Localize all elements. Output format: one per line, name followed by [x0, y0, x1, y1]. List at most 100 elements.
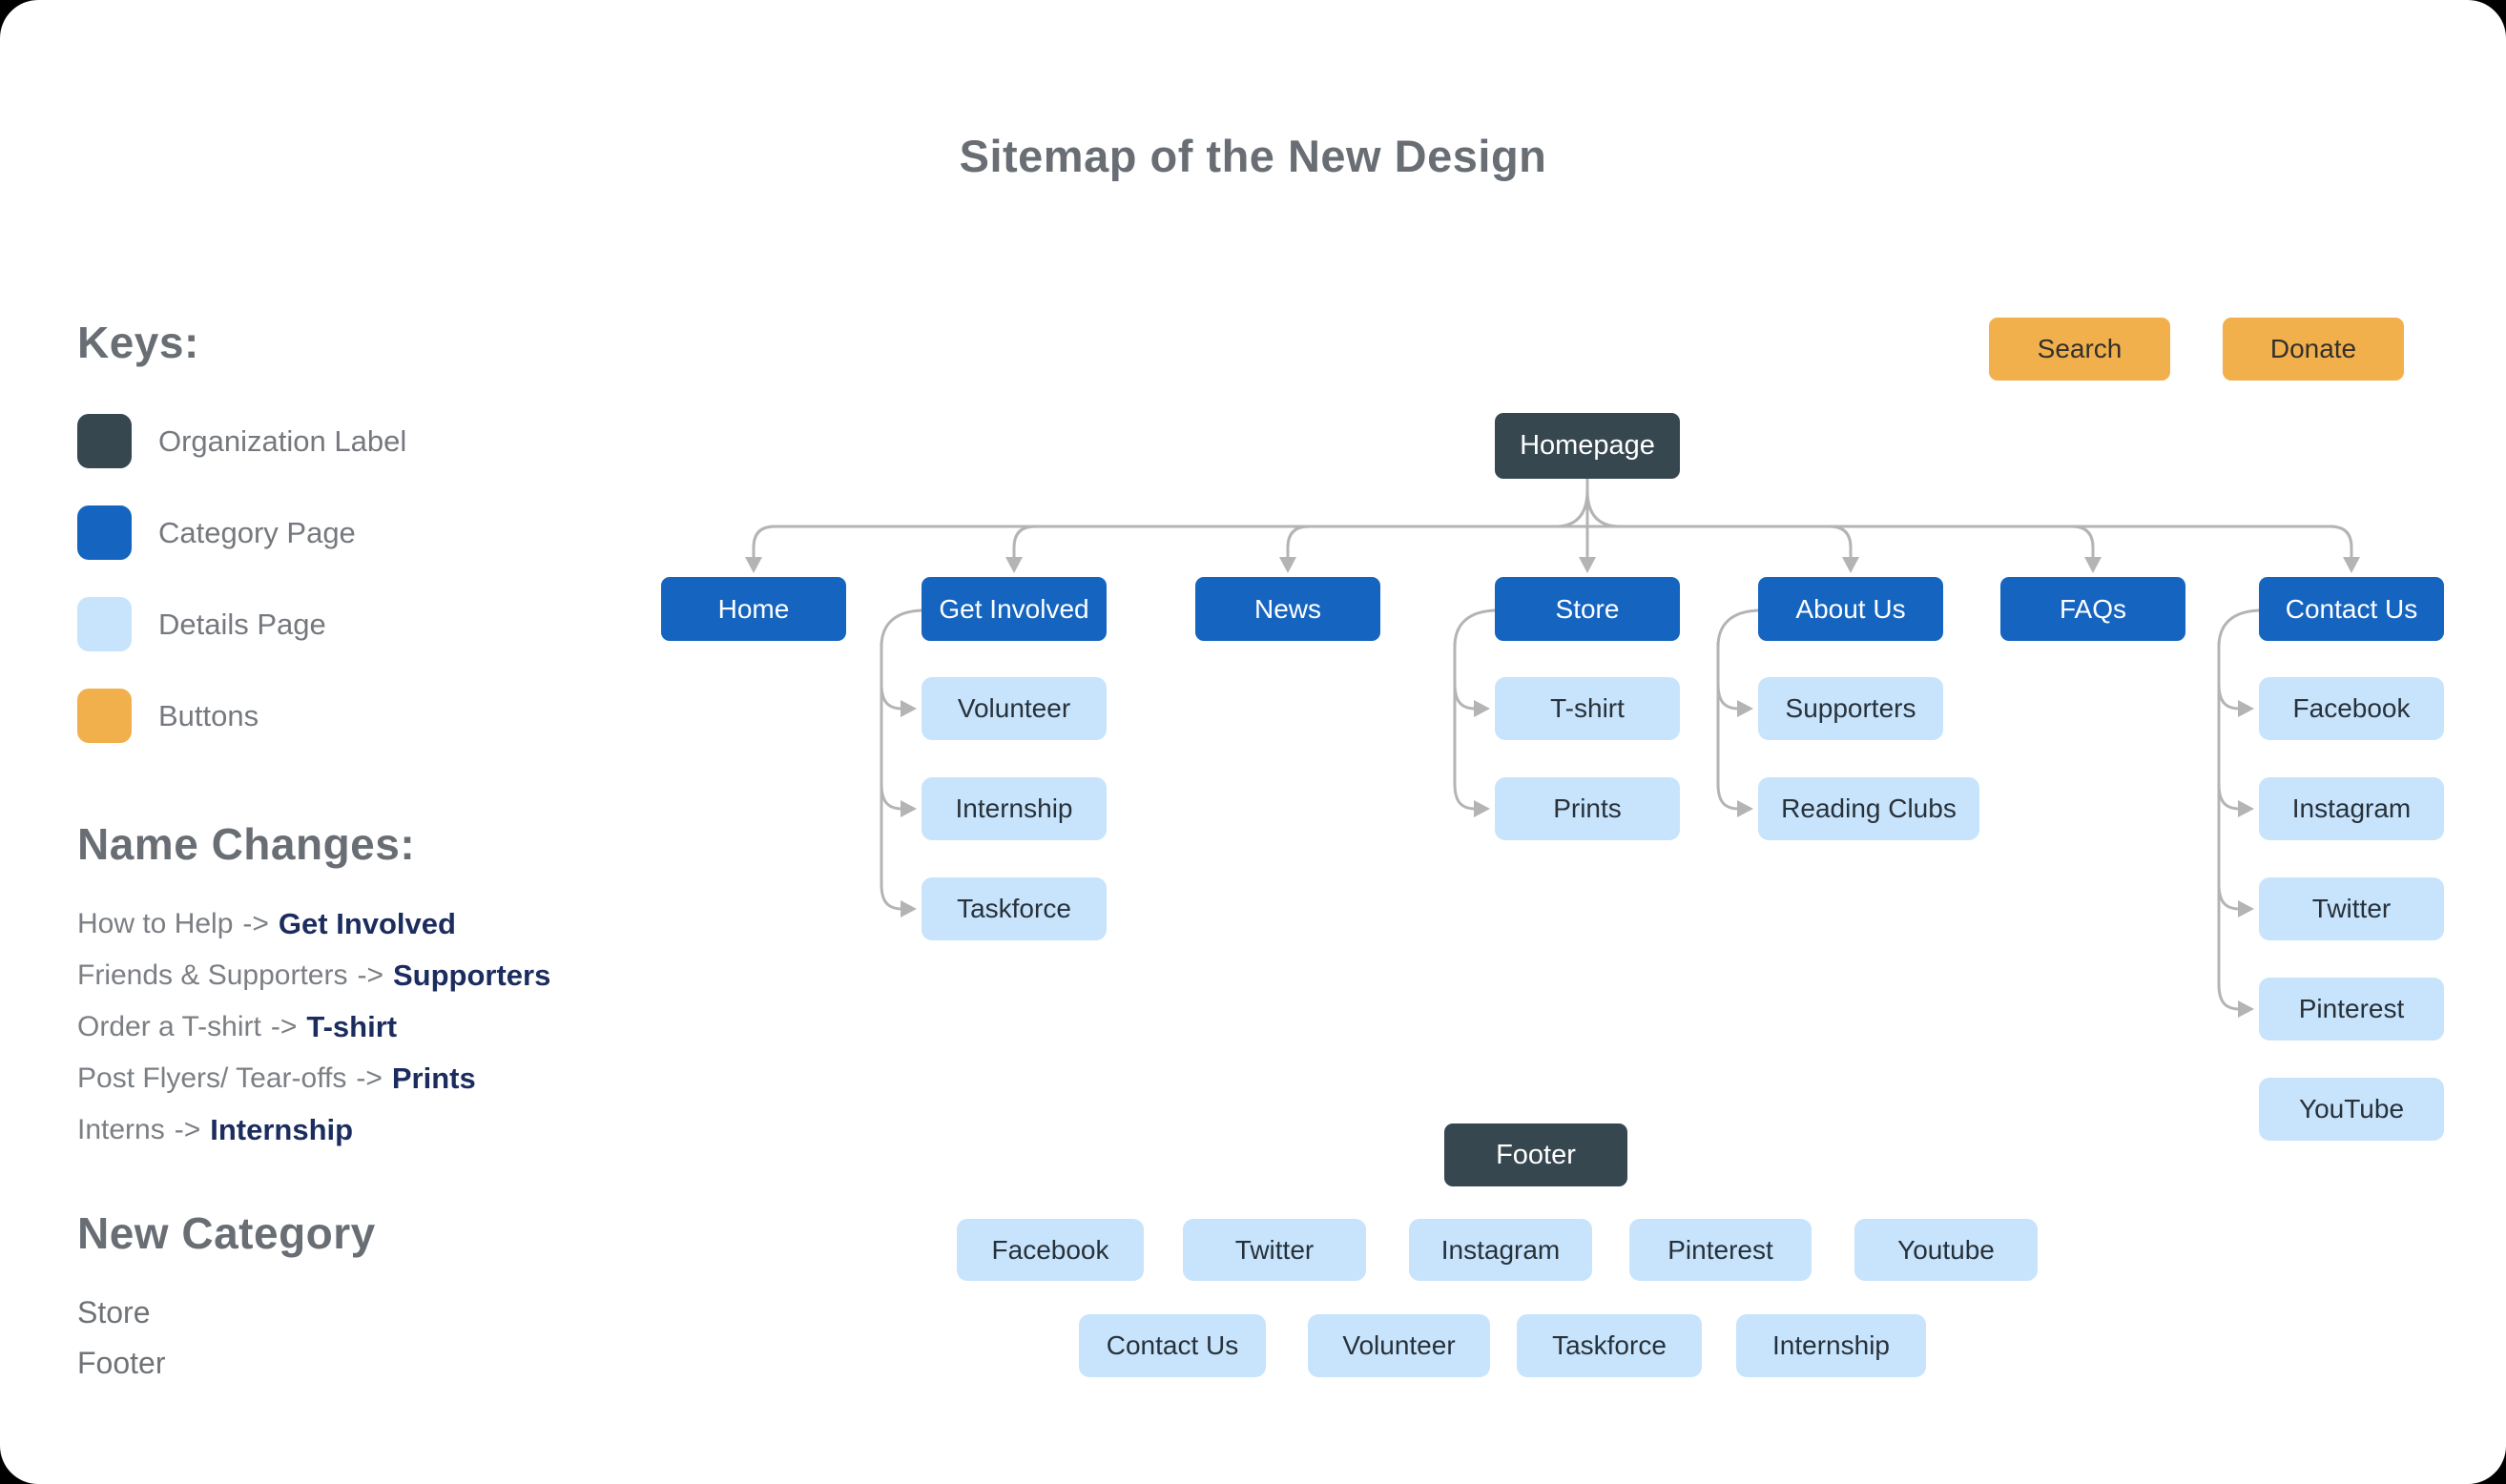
name-change-item: How to Help -> Get Involved — [77, 907, 456, 940]
sitemap-node-homepage[interactable]: Homepage — [1495, 413, 1680, 479]
legend-label-buttons: Buttons — [158, 698, 259, 732]
legend-item-details-page: Details Page — [77, 597, 326, 651]
legend-label-organization: Organization Label — [158, 423, 407, 458]
footer-node-volunteer[interactable]: Volunteer — [1308, 1314, 1490, 1377]
connector-get-involved-exit — [880, 608, 923, 649]
connector-branch-prints — [1453, 782, 1478, 811]
name-change-item: Order a T-shirt -> T-shirt — [77, 1010, 398, 1043]
connector-branch-internship — [880, 782, 904, 811]
sitemap-node-taskforce[interactable]: Taskforce — [922, 877, 1107, 940]
connector-drop-contact-us — [2329, 525, 2353, 559]
connector-fork-right — [1585, 488, 1622, 528]
arrowhead-right-icon — [1737, 800, 1753, 817]
arrow-glyph: -> — [270, 1011, 298, 1042]
arrowhead-down-icon — [1005, 557, 1023, 573]
connector-drop-faqs — [2070, 525, 2095, 559]
category-page-swatch — [77, 505, 132, 560]
sitemap-node-pinterest[interactable]: Pinterest — [2259, 978, 2444, 1041]
connector-drop-news — [1286, 525, 1311, 559]
connector-store-exit — [1453, 608, 1497, 649]
sitemap-node-contact-us[interactable]: Contact Us — [2259, 577, 2444, 641]
arrowhead-right-icon — [1737, 700, 1753, 717]
connector-branch-taskforce — [880, 882, 904, 911]
connector-drop-get-involved — [1012, 525, 1037, 559]
arrowhead-right-icon — [901, 700, 917, 717]
connector-branch-tshirt — [1453, 682, 1478, 711]
sitemap-node-faqs[interactable]: FAQs — [2000, 577, 2185, 641]
footer-node-taskforce[interactable]: Taskforce — [1517, 1314, 1702, 1377]
arrowhead-down-icon — [1579, 557, 1596, 573]
sitemap-node-instagram[interactable]: Instagram — [2259, 777, 2444, 840]
sitemap-node-volunteer[interactable]: Volunteer — [922, 677, 1107, 740]
sitemap-node-get-involved[interactable]: Get Involved — [922, 577, 1107, 641]
new-category-item: Footer — [77, 1346, 166, 1380]
keys-heading: Keys: — [77, 318, 199, 367]
connector-branch-twitter — [2217, 882, 2242, 911]
connector-branch-supporters — [1716, 682, 1741, 711]
buttons-swatch — [77, 689, 132, 743]
footer-node-instagram[interactable]: Instagram — [1409, 1219, 1592, 1281]
name-changes-list: How to Help -> Get Involved Friends & Su… — [77, 898, 550, 1156]
arrowhead-down-icon — [2084, 557, 2102, 573]
sitemap-node-about-us[interactable]: About Us — [1758, 577, 1943, 641]
arrowhead-right-icon — [1474, 700, 1490, 717]
arrow-glyph: -> — [357, 959, 383, 991]
footer-node-twitter[interactable]: Twitter — [1183, 1219, 1366, 1281]
sitemap-node-internship[interactable]: Internship — [922, 777, 1107, 840]
name-change-item: Post Flyers/ Tear-offs -> Prints — [77, 1061, 476, 1095]
sitemap-node-prints[interactable]: Prints — [1495, 777, 1680, 840]
footer-node-contact-us[interactable]: Contact Us — [1079, 1314, 1266, 1377]
sitemap-node-tshirt[interactable]: T-shirt — [1495, 677, 1680, 740]
legend-item-buttons: Buttons — [77, 689, 259, 743]
name-changes-heading: Name Changes: — [77, 819, 416, 869]
new-category-heading: New Category — [77, 1208, 376, 1258]
connector-fork-left — [1553, 488, 1589, 528]
legend-label-details: Details Page — [158, 607, 326, 641]
arrowhead-down-icon — [1842, 557, 1859, 573]
footer-node-facebook[interactable]: Facebook — [957, 1219, 1144, 1281]
arrow-glyph: -> — [174, 1114, 201, 1145]
connector-branch-instagram — [2217, 782, 2242, 811]
new-category-item: Store — [77, 1295, 151, 1329]
connector-branch-pinterest — [2217, 982, 2242, 1011]
organization-label-swatch — [77, 414, 132, 468]
connector-about-exit — [1716, 608, 1760, 649]
donate-button[interactable]: Donate — [2223, 318, 2404, 381]
sitemap-node-facebook[interactable]: Facebook — [2259, 677, 2444, 740]
arrow-glyph: -> — [242, 908, 269, 939]
arrowhead-right-icon — [2238, 1000, 2254, 1018]
legend-item-organization-label: Organization Label — [77, 414, 406, 468]
arrowhead-right-icon — [2238, 900, 2254, 917]
new-category-list: Store Footer — [77, 1288, 165, 1389]
sitemap-node-twitter[interactable]: Twitter — [2259, 877, 2444, 940]
legend-label-category: Category Page — [158, 515, 356, 549]
sitemap-node-home[interactable]: Home — [661, 577, 846, 641]
connector-drop-home — [752, 525, 777, 559]
arrowhead-right-icon — [2238, 800, 2254, 817]
sitemap-node-youtube[interactable]: YouTube — [2259, 1078, 2444, 1141]
sitemap-node-reading-clubs[interactable]: Reading Clubs — [1758, 777, 1979, 840]
arrowhead-down-icon — [2343, 557, 2360, 573]
connector-contact-exit — [2217, 608, 2261, 649]
sitemap-node-news[interactable]: News — [1195, 577, 1380, 641]
sitemap-node-footer[interactable]: Footer — [1444, 1123, 1627, 1186]
name-change-item: Interns -> Internship — [77, 1113, 354, 1146]
connector-branch-volunteer — [880, 682, 904, 711]
connector-drop-about-us — [1828, 525, 1853, 559]
arrowhead-right-icon — [1474, 800, 1490, 817]
arrowhead-down-icon — [1279, 557, 1296, 573]
arrowhead-right-icon — [901, 900, 917, 917]
footer-node-youtube[interactable]: Youtube — [1854, 1219, 2038, 1281]
connector-branch-facebook — [2217, 682, 2242, 711]
footer-node-pinterest[interactable]: Pinterest — [1629, 1219, 1812, 1281]
sitemap-node-store[interactable]: Store — [1495, 577, 1680, 641]
name-change-item: Friends & Supporters -> Supporters — [77, 958, 551, 992]
search-button[interactable]: Search — [1989, 318, 2170, 381]
details-page-swatch — [77, 597, 132, 651]
sitemap-node-supporters[interactable]: Supporters — [1758, 677, 1943, 740]
arrowhead-down-icon — [745, 557, 762, 573]
footer-node-internship[interactable]: Internship — [1736, 1314, 1926, 1377]
arrowhead-right-icon — [2238, 700, 2254, 717]
legend-item-category-page: Category Page — [77, 505, 356, 560]
